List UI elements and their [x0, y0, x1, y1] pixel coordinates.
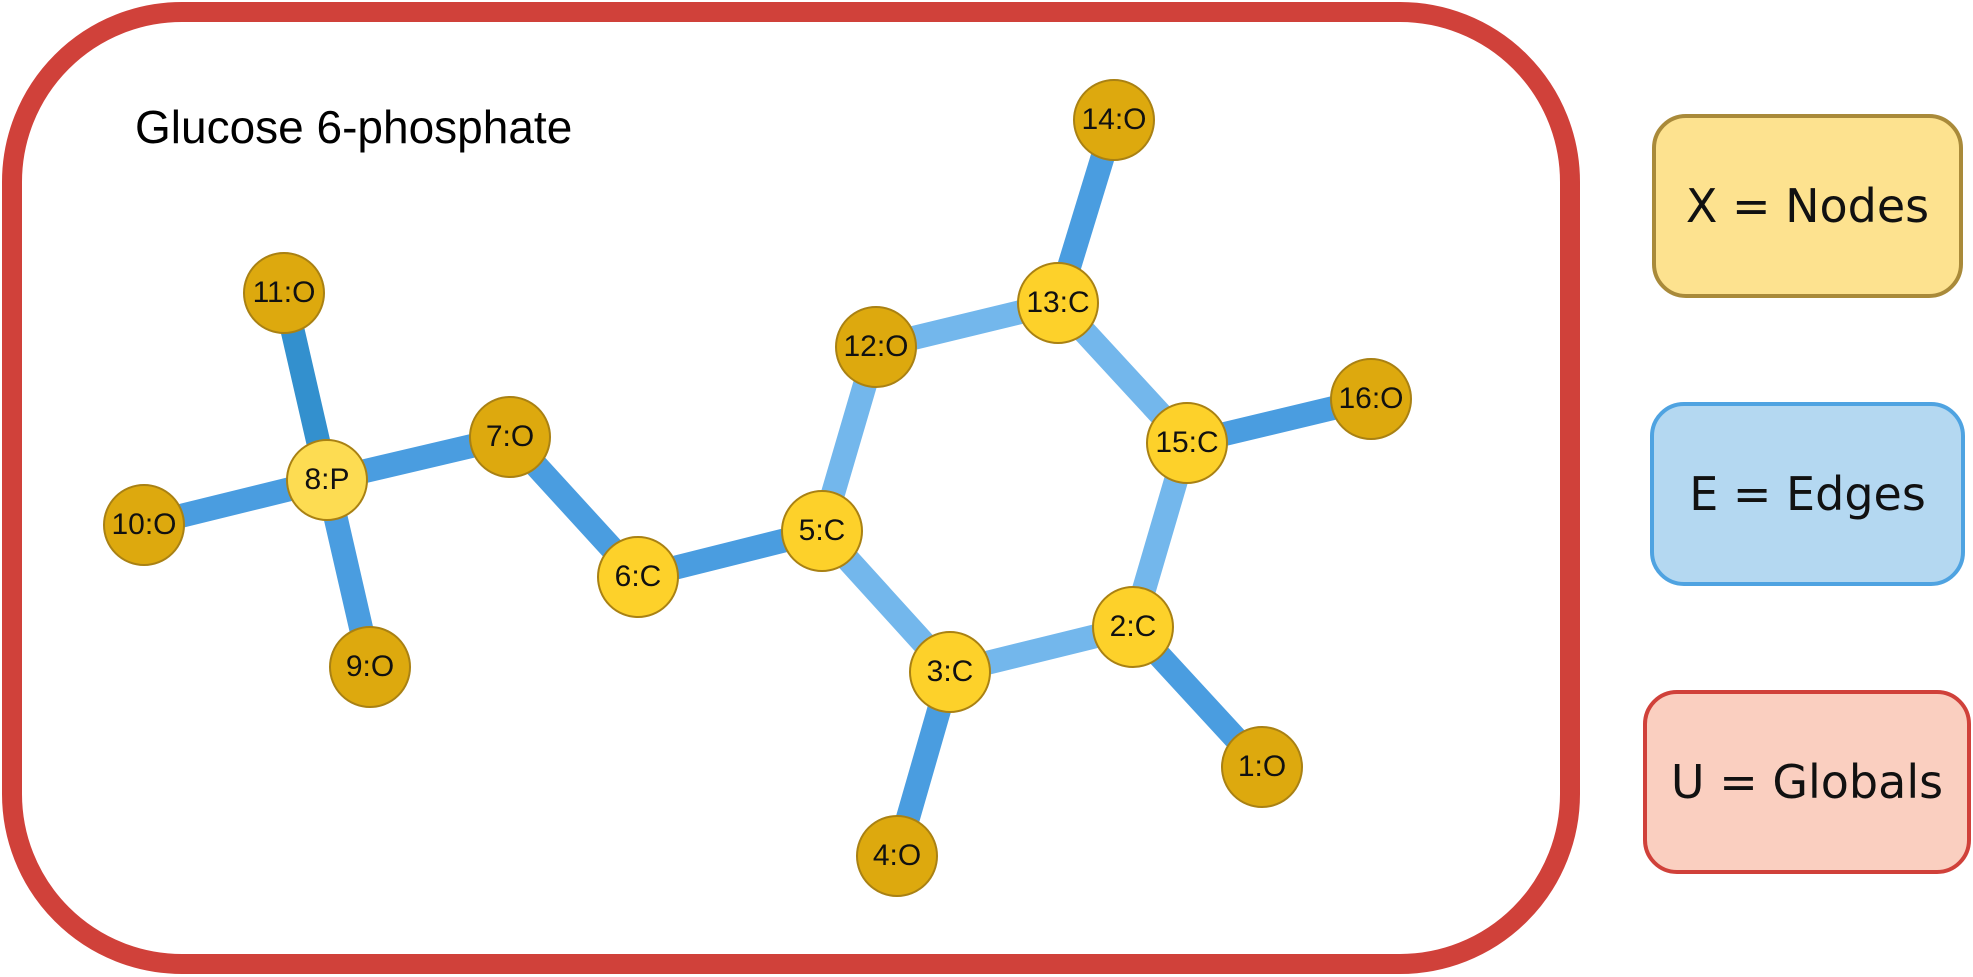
- node-circle: [243, 252, 325, 334]
- legend-nodes-label: X = Nodes: [1685, 179, 1930, 233]
- node-label: 11:O: [253, 276, 316, 309]
- legend-edges-label: E = Edges: [1689, 467, 1926, 521]
- node-7: 7:O: [469, 396, 551, 478]
- legend-nodes: X = Nodes: [1652, 114, 1963, 298]
- legend-edges: E = Edges: [1650, 402, 1965, 586]
- node-9: 9:O: [329, 626, 411, 708]
- graph-title: Glucose 6-phosphate: [135, 101, 572, 153]
- node-13: 13:C: [1017, 262, 1099, 344]
- node-label: 16:O: [1338, 382, 1403, 415]
- node-label: 7:O: [486, 420, 534, 453]
- node-2: 2:C: [1092, 586, 1174, 668]
- legend-globals-label: U = Globals: [1670, 755, 1944, 809]
- node-label: 1:O: [1238, 750, 1286, 783]
- node-circle: [1221, 726, 1303, 808]
- node-circle: [1073, 79, 1155, 161]
- node-circle: [597, 536, 679, 618]
- node-label: 5:C: [799, 514, 846, 547]
- node-circle: [103, 484, 185, 566]
- node-11: 11:O: [243, 252, 325, 334]
- globals-frame: [2, 2, 1580, 974]
- node-label: 14:O: [1081, 103, 1146, 136]
- node-circle: [781, 490, 863, 572]
- node-label: 10:O: [111, 508, 176, 541]
- node-circle: [1330, 358, 1412, 440]
- node-4: 4:O: [856, 815, 938, 897]
- node-label: 2:C: [1110, 610, 1157, 643]
- node-3: 3:C: [909, 631, 991, 713]
- node-12: 12:O: [835, 306, 917, 388]
- node-circle: [856, 815, 938, 897]
- node-6: 6:C: [597, 536, 679, 618]
- node-label: 4:O: [873, 839, 921, 872]
- node-circle: [1017, 262, 1099, 344]
- node-14: 14:O: [1073, 79, 1155, 161]
- node-10: 10:O: [103, 484, 185, 566]
- node-label: 9:O: [346, 650, 394, 683]
- node-1: 1:O: [1221, 726, 1303, 808]
- node-label: 3:C: [927, 655, 974, 688]
- node-label: 6:C: [615, 560, 662, 593]
- nodes-layer: 1:O 2:C 3:C 4:O 5:C 6:C 7:O 8:P 9:O 10:O 11:O 12:O 1…: [103, 79, 1412, 897]
- node-label: 8:P: [304, 463, 349, 496]
- node-circle: [1092, 586, 1174, 668]
- node-label: 15:C: [1155, 426, 1218, 459]
- node-circle: [835, 306, 917, 388]
- node-15: 15:C: [1146, 402, 1228, 484]
- node-circle: [1146, 402, 1228, 484]
- node-circle: [286, 439, 368, 521]
- node-8: 8:P: [286, 439, 368, 521]
- node-5: 5:C: [781, 490, 863, 572]
- node-circle: [909, 631, 991, 713]
- node-circle: [329, 626, 411, 708]
- node-16: 16:O: [1330, 358, 1412, 440]
- node-label: 12:O: [843, 330, 908, 363]
- node-label: 13:C: [1026, 286, 1089, 319]
- node-circle: [469, 396, 551, 478]
- legend-globals: U = Globals: [1643, 690, 1971, 874]
